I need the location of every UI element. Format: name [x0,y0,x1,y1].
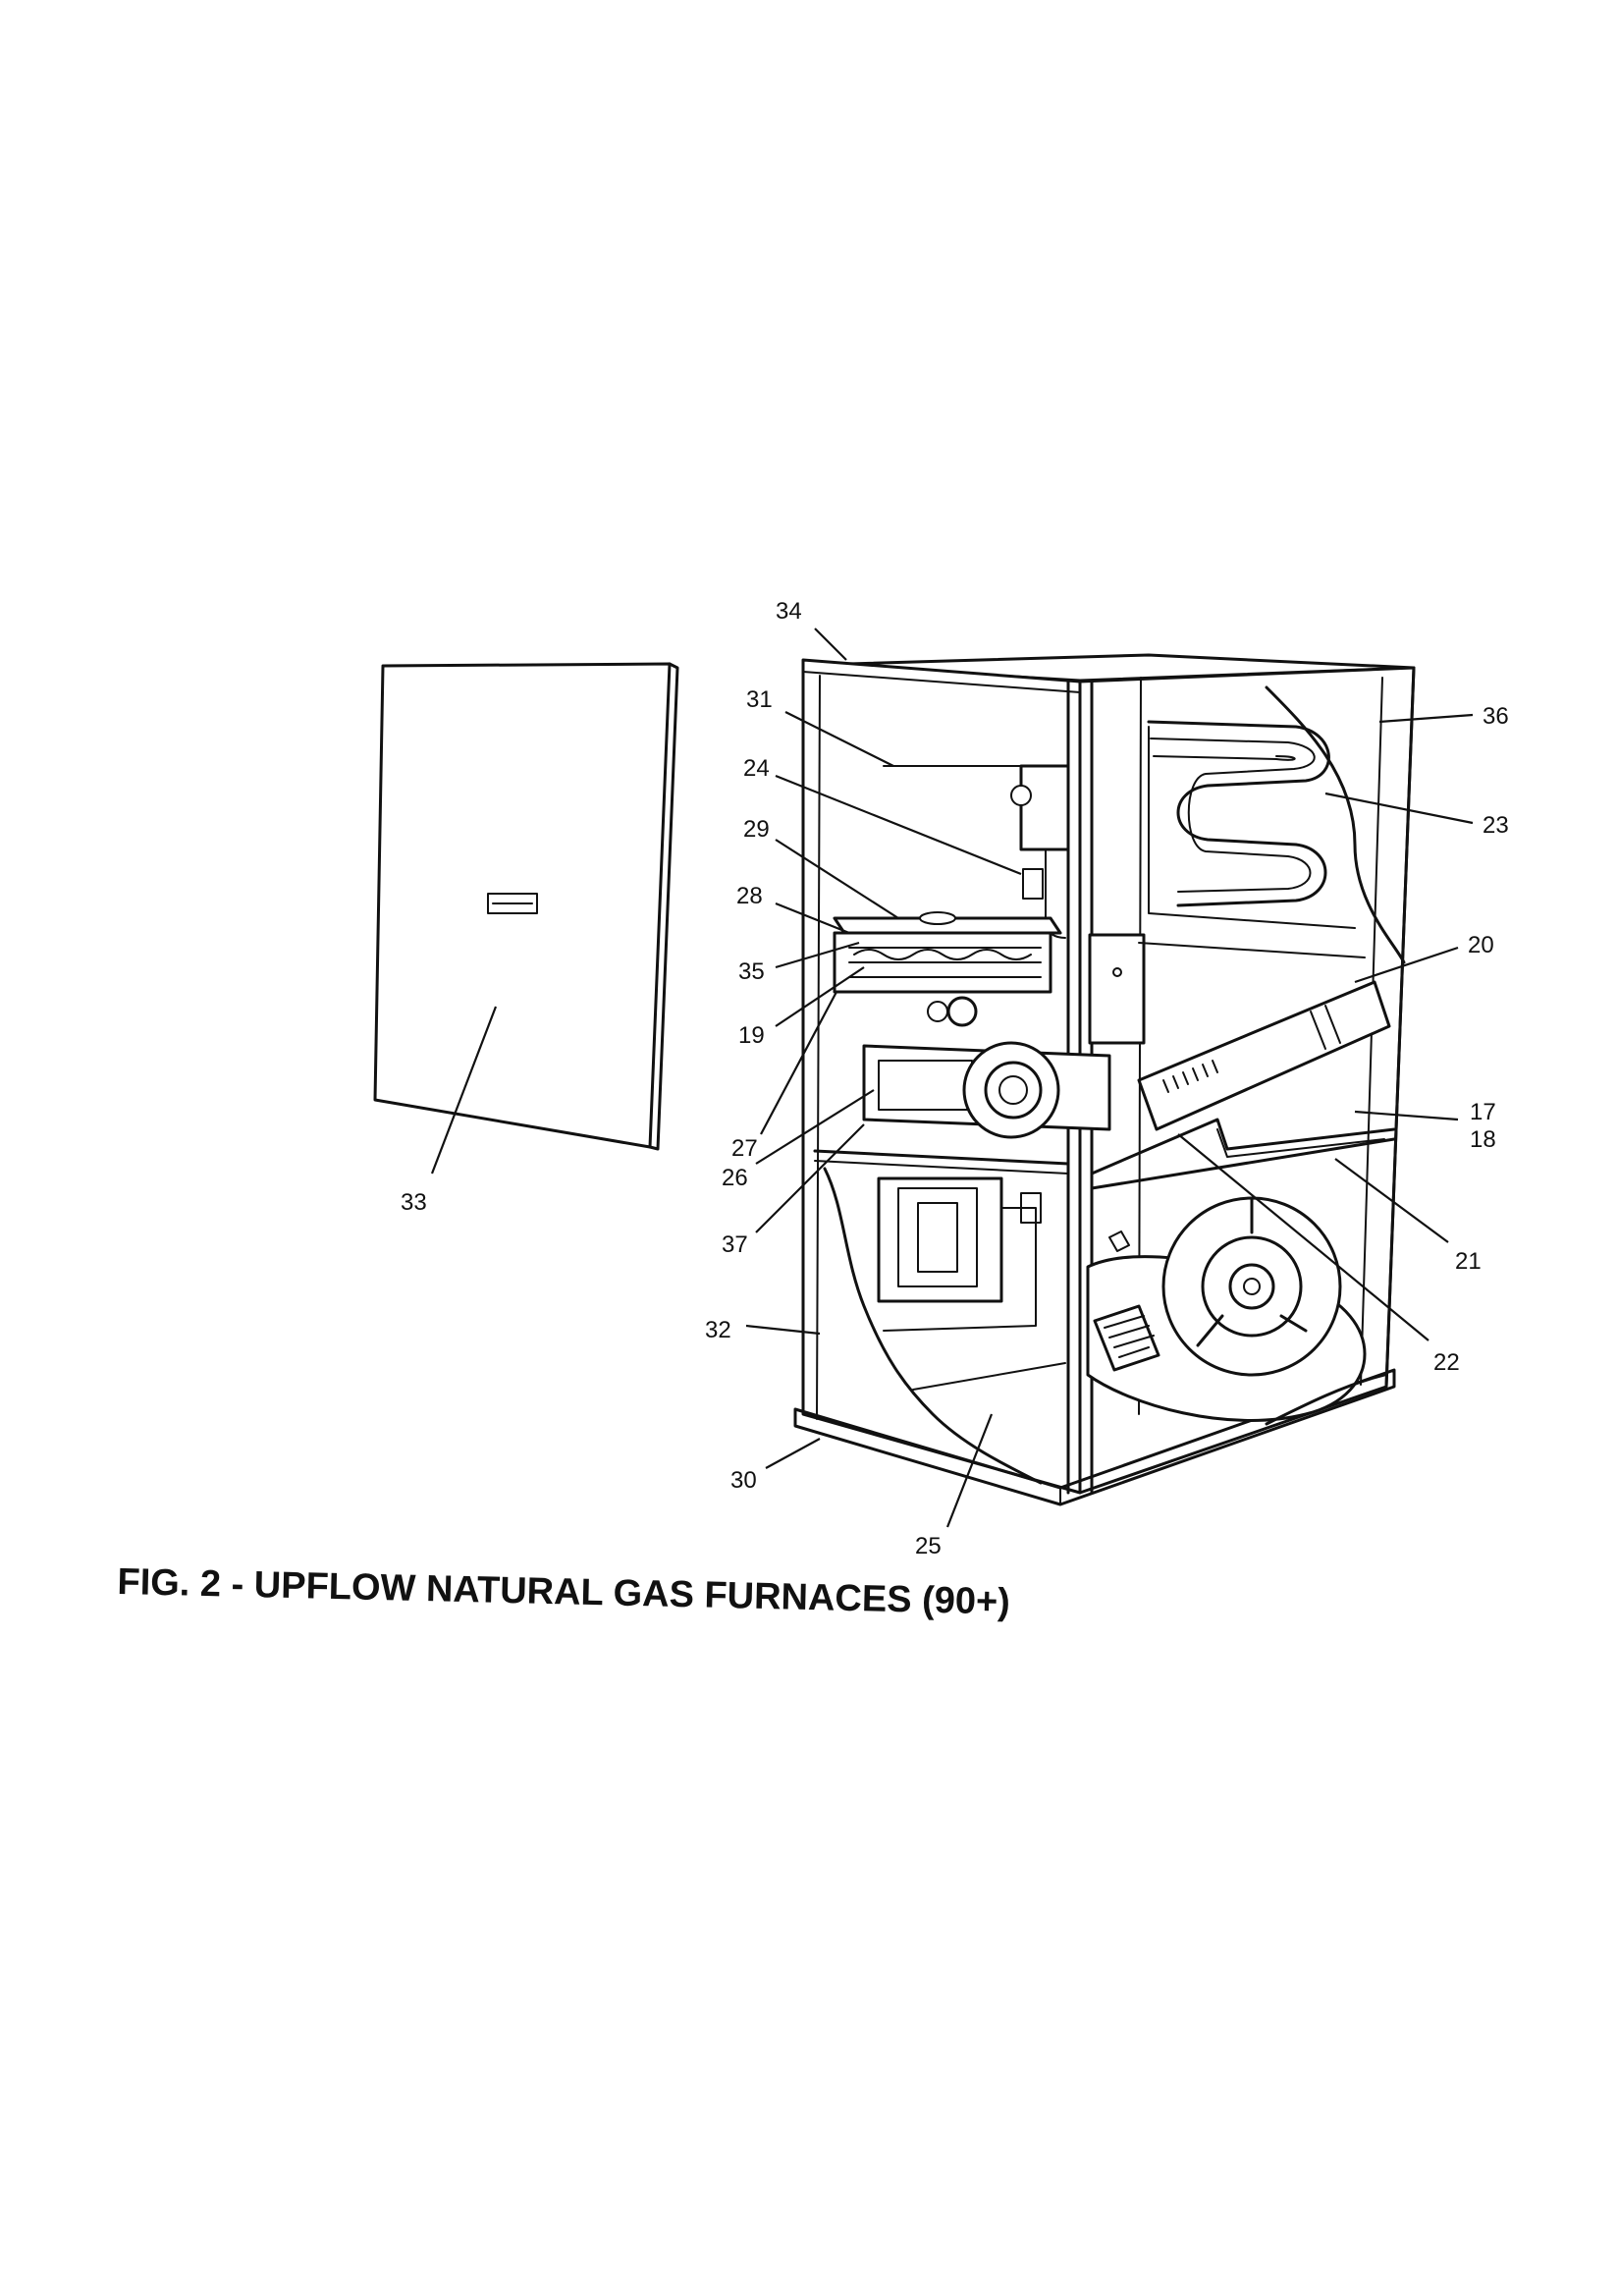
front-door-panel [373,662,679,1151]
burner-assembly [833,911,1146,1045]
callout-25: 25 [915,1533,942,1559]
callout-24: 24 [743,755,770,782]
vent-pipe [1137,942,1391,1131]
callout-18: 18 [1470,1126,1496,1153]
callout-19: 19 [738,1022,765,1049]
callout-26: 26 [722,1165,748,1191]
cutaway-outline [823,1167,1386,1485]
heat-exchanger-coils [1147,685,1406,964]
callout-20: 20 [1468,932,1494,958]
callout-31: 31 [746,686,773,713]
control-module [877,1176,1042,1332]
gas-valve [883,764,1070,939]
callout-27: 27 [731,1135,758,1162]
callout-37: 37 [722,1231,748,1258]
callout-28: 28 [736,883,763,909]
callout-29: 29 [743,816,770,843]
callout-34: 34 [776,598,802,625]
inducer-blower [813,1041,1111,1175]
callout-33: 33 [401,1189,427,1216]
callout-17: 17 [1470,1099,1496,1125]
callout-36: 36 [1483,703,1509,730]
blower-deck [1090,1118,1396,1190]
callout-30: 30 [730,1467,757,1494]
callout-35: 35 [738,958,765,985]
callout-23: 23 [1483,812,1509,839]
callout-21: 21 [1455,1248,1482,1275]
callout-22: 22 [1433,1349,1460,1376]
leader-lines [430,628,1474,1528]
callout-32: 32 [705,1317,731,1343]
callout-labels: 34 36 31 24 23 29 28 35 19 20 27 17 18 2… [401,598,1509,1559]
circulating-blower [1086,1196,1367,1422]
